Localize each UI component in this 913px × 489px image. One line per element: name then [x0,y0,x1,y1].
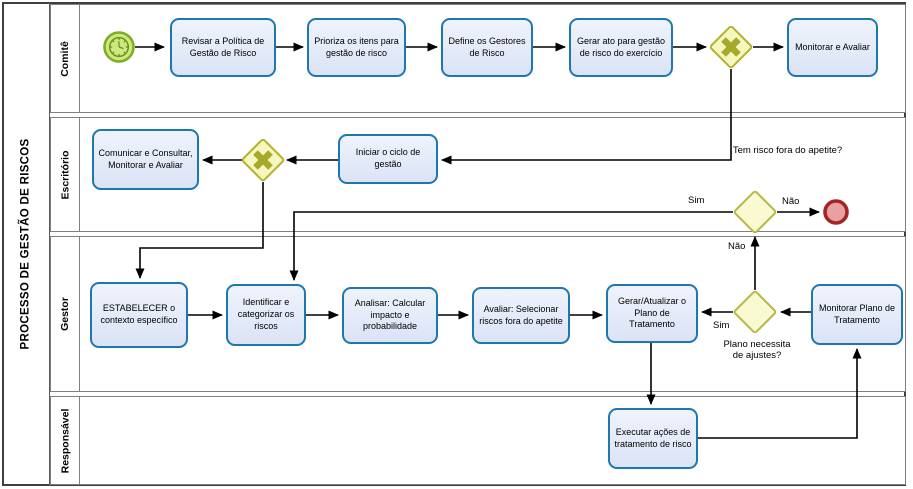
edge-label-nao-right: Não [782,196,800,207]
task-prioriza-itens[interactable]: Prioriza os itens para gestão de risco [307,18,406,77]
task-label: Monitorar e Avaliar [795,41,870,52]
task-avaliar[interactable]: Avaliar: Selecionar riscos fora do apeti… [472,287,570,344]
task-iniciar-ciclo[interactable]: Iniciar o ciclo de gestão [338,134,438,184]
task-label: Revisar a Política de Gestão de Risco [181,35,265,58]
lane-comite-label-cell: Comitê [51,5,80,112]
task-monitorar-plano[interactable]: Monitorar Plano de Tratamento [811,284,903,345]
task-monitorar-avaliar[interactable]: Monitorar e Avaliar [787,18,878,77]
task-gerar-ato[interactable]: Gerar ato para gestão de risco do exercí… [569,18,673,77]
lane-gestor-label-cell: Gestor [51,237,80,391]
edge-label-nao-up: Não [728,241,746,252]
task-label: ESTABELECER o contexto específico [100,303,178,325]
task-executar-acoes[interactable]: Executar ações de tratamento de risco [608,408,698,469]
lane-responsavel-label-cell: Responsável [51,397,80,484]
task-identificar-categorizar[interactable]: Identificar e categorizar os riscos [226,284,306,346]
task-comunicar-consultar[interactable]: Comunicar e Consultar, Monitorar e Avali… [92,129,199,190]
task-label: Gerar ato para gestão de risco do exercí… [576,35,666,58]
pool-title: PROCESSO DE GESTÃO DE RISCOS [19,138,32,350]
task-label: Prioriza os itens para gestão de risco [314,35,399,58]
lane-responsavel-label: Responsável [59,408,71,473]
task-label: Monitorar Plano de Tratamento [818,302,896,325]
task-label: Executar ações de tratamento de risco [614,426,692,449]
task-revisar-politica[interactable]: Revisar a Política de Gestão de Risco [170,18,276,77]
lane-comite-label: Comitê [59,40,71,77]
lane-gestor-label: Gestor [59,297,71,331]
task-label: Define os Gestores de Risco [448,35,526,58]
task-label: Comunicar e Consultar, Monitorar e Avali… [98,147,193,170]
task-label: Analisar: Calcular impacto e probabilida… [354,297,426,332]
task-label: Identificar e categorizar os riscos [237,297,295,331]
edge-label-sim-bottom: Sim [713,320,730,331]
lane-escritorio-label: Escritório [59,149,72,200]
lane-responsavel: Responsável [50,396,906,485]
gateway-question-top: Tem risco fora do apetite? [732,145,843,156]
task-label: Avaliar: Selecionar riscos fora do apeti… [479,303,563,326]
pool-title-cell: PROCESSO DE GESTÃO DE RISCOS [2,2,50,486]
task-gerar-atualizar-plano[interactable]: Gerar/Atualizar o Plano de Tratamento [606,284,698,343]
task-define-gestores[interactable]: Define os Gestores de Risco [441,18,533,77]
task-estabelecer-contexto[interactable]: ESTABELECER o contexto específico [90,282,188,348]
task-analisar[interactable]: Analisar: Calcular impacto e probabilida… [342,287,438,344]
task-label: Gerar/Atualizar o Plano de Tratamento [617,295,687,330]
edge-label-sim-top: Sim [688,195,705,206]
lane-escritorio-label-cell: Escritório [51,118,80,231]
gateway-question-bottom: Plano necessita de ajustes? [723,339,791,361]
task-label: Iniciar o ciclo de gestão [355,147,421,169]
